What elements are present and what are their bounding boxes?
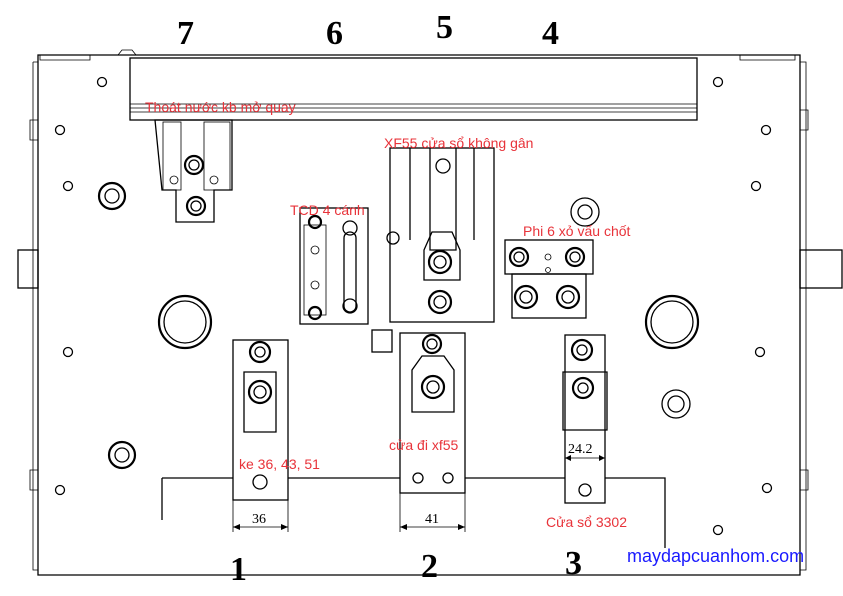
label-phi6: Phi 6 xỏ vấu chốt — [523, 223, 631, 239]
station-number-5: 5 — [436, 9, 453, 46]
station-number-6: 6 — [326, 15, 343, 52]
label-door: cửa đi xf55 — [389, 437, 459, 453]
dimension-36: 36 — [252, 512, 266, 527]
label-drain: Thoát nước kb mở quay — [145, 99, 296, 115]
station-number-4: 4 — [542, 15, 559, 52]
dimension-41: 41 — [425, 512, 439, 527]
website-watermark: maydapcuanhom.com — [627, 546, 804, 566]
tcd-clamp — [299, 207, 369, 325]
station-number-2: 2 — [421, 548, 438, 585]
station-number-3: 3 — [565, 545, 582, 582]
station-7-clamp — [154, 119, 233, 223]
station-number-1: 1 — [230, 551, 247, 588]
large-bosses — [97, 181, 700, 470]
label-corner: ke 36, 43, 51 — [239, 456, 320, 472]
station-3-clamp — [562, 334, 608, 504]
label-xf55-window: XF55 cửa sổ không gân — [384, 135, 533, 151]
label-window3302: Cửa sổ 3302 — [546, 514, 627, 530]
station-1-clamp — [232, 339, 289, 501]
station-2-clamp — [371, 329, 466, 494]
station-5-clamp — [386, 147, 495, 323]
label-tcd: TCD 4 cánh — [290, 202, 365, 218]
phi6-clamp — [504, 239, 594, 319]
dimension-24-2: 24.2 — [568, 442, 593, 457]
base-plate — [17, 49, 843, 576]
dimension-lines — [232, 452, 606, 532]
top-rail — [129, 57, 698, 121]
station-number-7: 7 — [177, 15, 194, 52]
plate-holes — [54, 76, 773, 536]
